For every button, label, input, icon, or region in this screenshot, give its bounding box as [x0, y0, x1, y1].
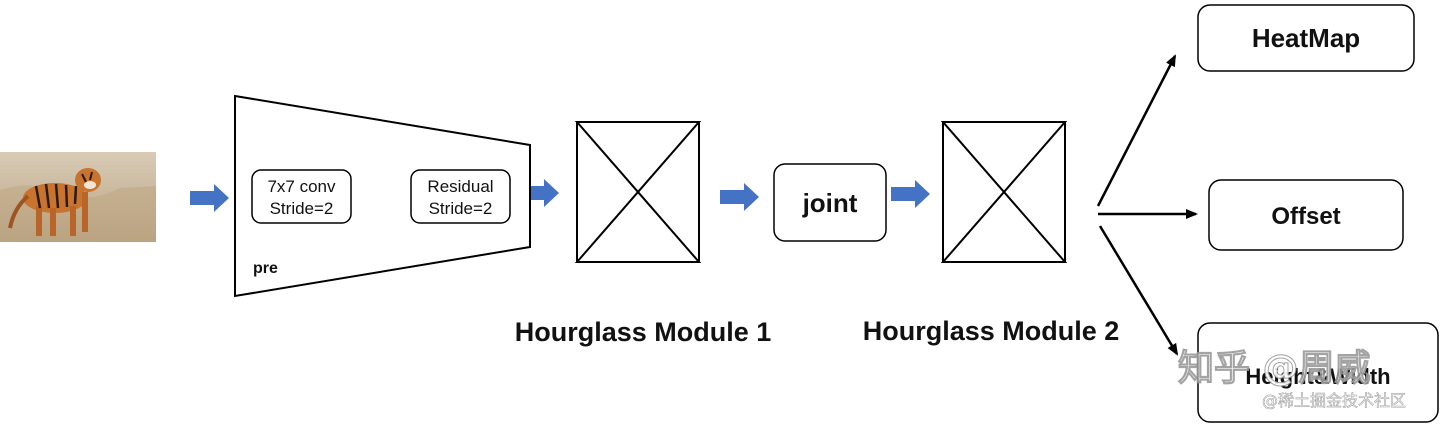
conv-label-line1: 7x7 conv: [267, 177, 336, 196]
offset-label: Offset: [1271, 203, 1340, 230]
height-width-box: Height&Width: [1197, 322, 1439, 423]
hourglass-module-1: Hourglass Module 1: [515, 121, 772, 347]
arrow-to-heatmap: [1096, 54, 1177, 207]
flow-arrow-joint-to-hourglass2: [891, 180, 930, 208]
height-width-label: Height&Width: [1245, 364, 1390, 389]
pre-label: pre: [253, 260, 278, 277]
input-tiger-image: [0, 152, 156, 242]
watermark-sub: @稀土掘金技术社区: [1262, 391, 1406, 410]
hourglass-module-2: Hourglass Module 2: [863, 121, 1120, 346]
offset-box: Offset: [1208, 179, 1404, 251]
heatmap-label: HeatMap: [1252, 23, 1360, 53]
watermark-main: 知乎 @周威: [1178, 348, 1371, 389]
arrow-to-height-width: [1098, 225, 1179, 356]
joint-box: joint: [773, 163, 887, 242]
residual-label-line1: Residual: [427, 177, 493, 196]
flow-arrow-input-to-pre: [190, 184, 229, 212]
hourglass-2-label: Hourglass Module 2: [863, 316, 1120, 346]
heatmap-box: HeatMap: [1197, 4, 1415, 72]
watermark: 知乎 @周威 @稀土掘金技术社区: [1178, 348, 1407, 411]
hourglass-1-label: Hourglass Module 1: [515, 317, 772, 347]
output-branch-arrows: [1096, 54, 1198, 356]
flow-arrow-hourglass1-to-joint: [720, 183, 759, 211]
pre-block: pre 7x7 conv Stride=2 Residual Stride=2: [234, 94, 531, 298]
conv-box: 7x7 conv Stride=2: [251, 169, 352, 224]
residual-box: Residual Stride=2: [410, 169, 511, 224]
joint-label: joint: [802, 188, 858, 218]
tiger-figure: [8, 168, 101, 236]
conv-label-line2: Stride=2: [270, 199, 334, 218]
residual-label-line2: Stride=2: [429, 199, 493, 218]
